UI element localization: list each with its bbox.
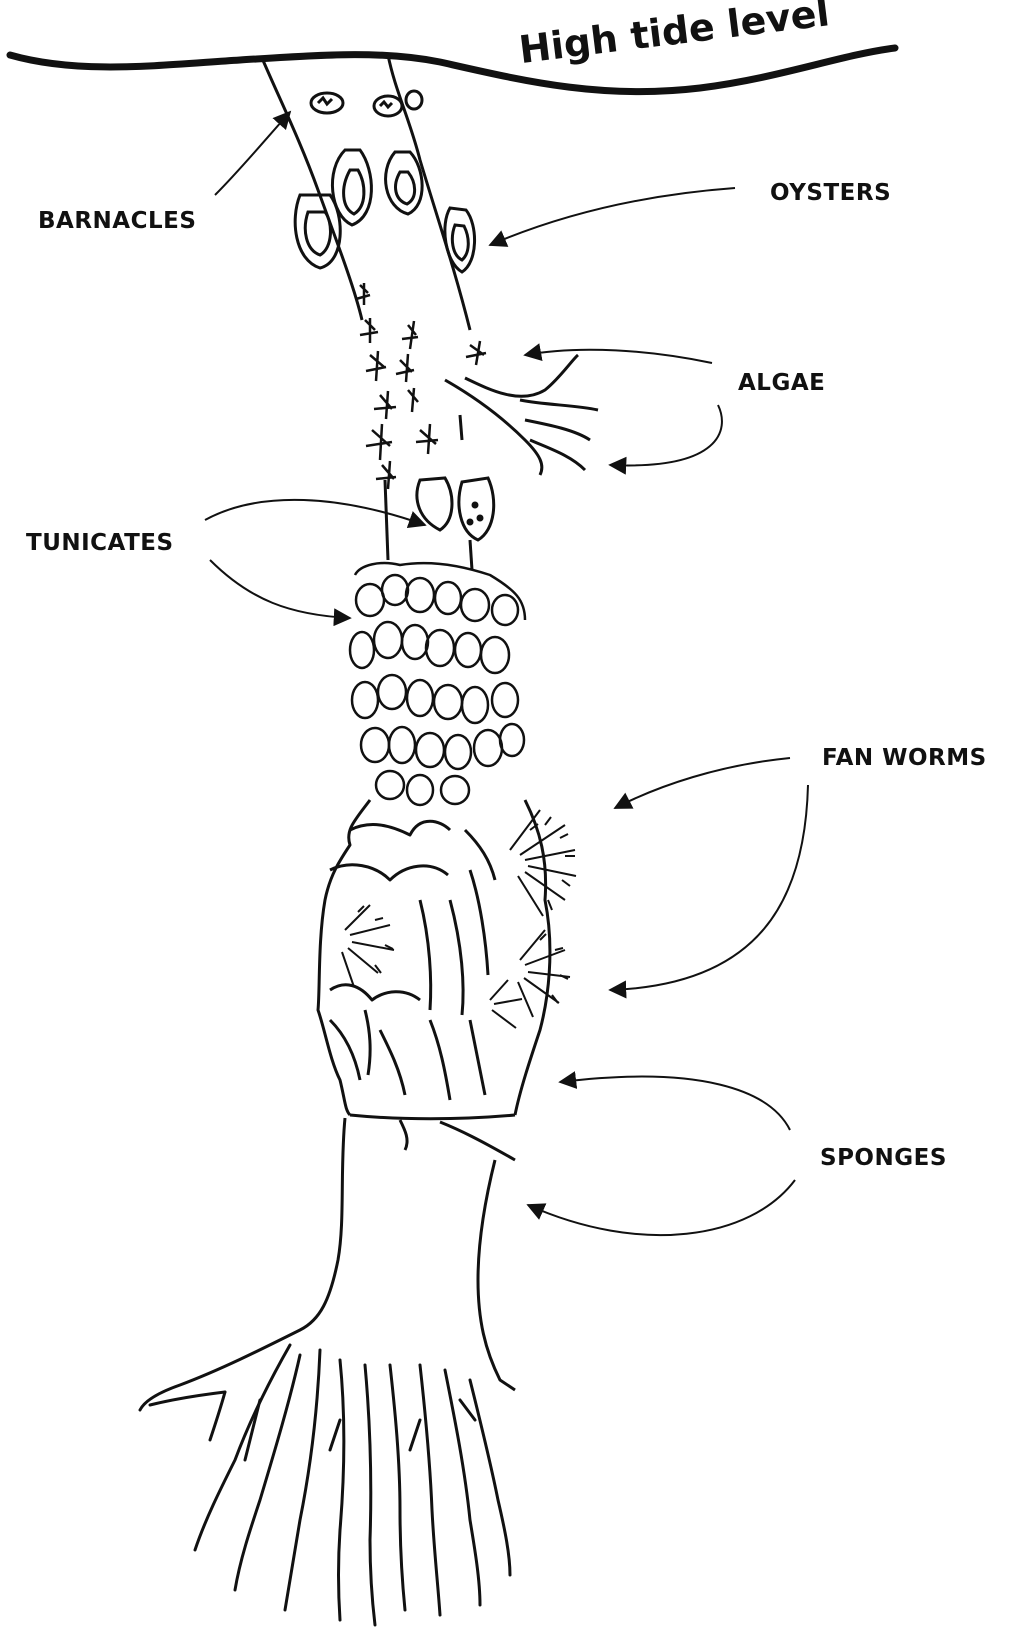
oysters-group xyxy=(295,150,474,272)
lower-community xyxy=(318,800,550,1160)
fan-worms-label: FAN WORMS xyxy=(822,745,987,771)
barnacles-label: BARNACLES xyxy=(38,208,196,234)
lower-trunk xyxy=(300,1118,515,1390)
barnacles-arrow xyxy=(215,112,290,195)
high-tide-line xyxy=(10,48,895,92)
side-branch xyxy=(445,355,598,475)
sponges-arrow-upper xyxy=(560,1077,790,1130)
oysters-arrow xyxy=(490,188,735,245)
fan-worms-arrow-lower xyxy=(610,785,808,990)
sponges-arrow-lower xyxy=(528,1180,795,1235)
label-arrows xyxy=(205,112,808,1235)
upper-root xyxy=(262,55,470,330)
tunicates-arrow-lower xyxy=(210,560,350,618)
tunicates-label: TUNICATES xyxy=(26,530,174,556)
tunicate-cluster xyxy=(350,563,525,805)
algae-arrow-upper xyxy=(525,350,712,363)
algae-label: ALGAE xyxy=(738,370,825,396)
root-system xyxy=(140,1330,510,1625)
sponges-label: SPONGES xyxy=(820,1145,947,1171)
oysters-label: OYSTERS xyxy=(770,180,891,206)
tunicates-arrow-upper xyxy=(205,500,425,525)
algae-arrow-lower xyxy=(610,405,722,465)
tunicates-upper xyxy=(417,478,494,540)
fan-worms-arrow-upper xyxy=(615,758,790,808)
